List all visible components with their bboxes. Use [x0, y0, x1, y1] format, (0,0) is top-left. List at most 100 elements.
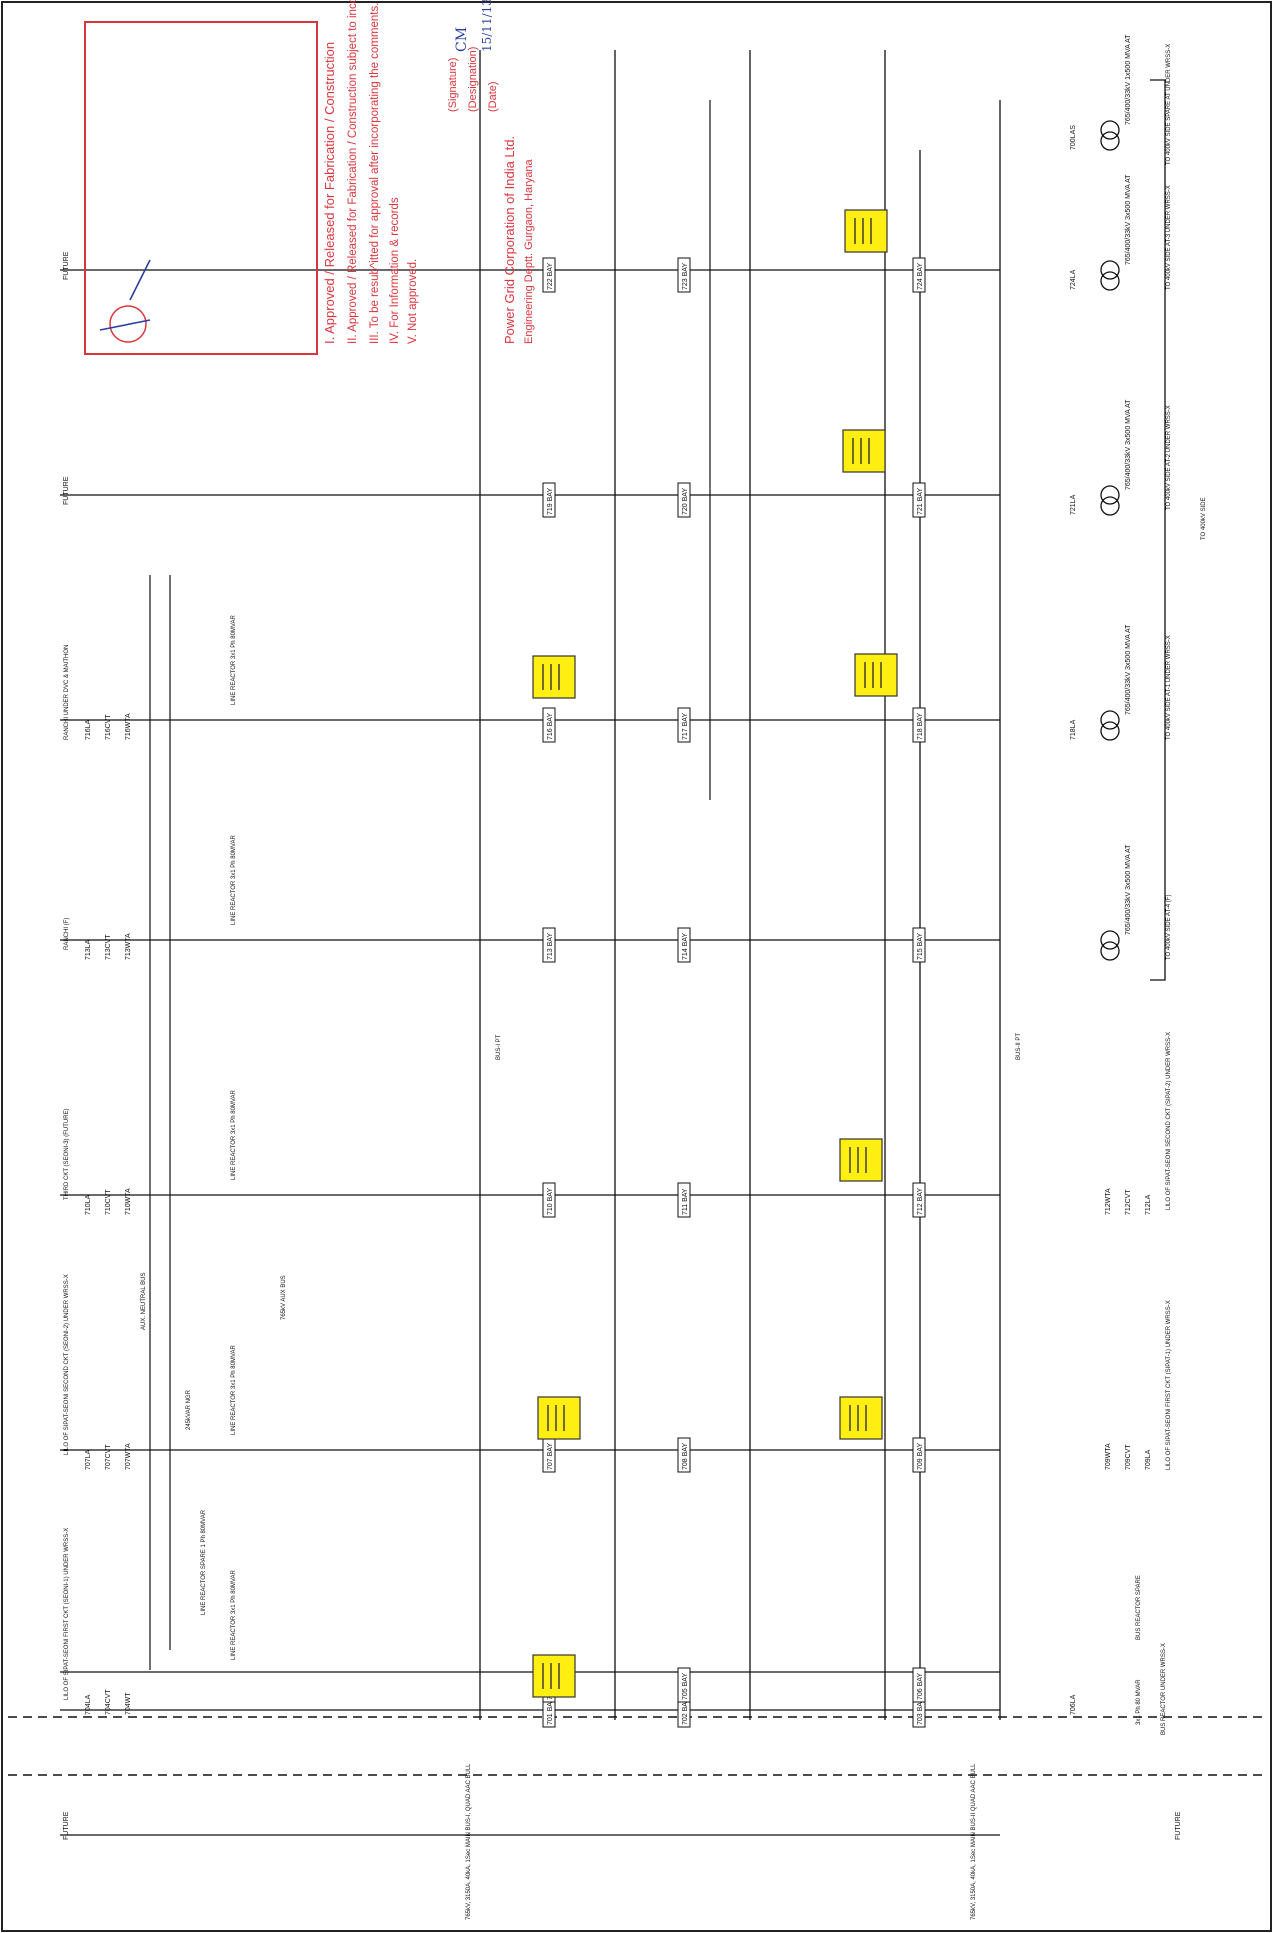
bay-label: 717 BAY: [677, 707, 691, 743]
aux-buses: [149, 100, 711, 1670]
bay-label-text: 711 BAY: [682, 1188, 689, 1215]
feeder-label-713: RANCHI (F): [64, 918, 70, 950]
bay-label-box: [677, 1667, 691, 1703]
bay-label: 711 BAY: [677, 1182, 691, 1218]
bay-label: 724 BAY: [912, 257, 926, 293]
bay-label-box: [542, 707, 556, 743]
note-icon[interactable]: [844, 209, 888, 253]
stamp-item-2: II. Approved / Released for Fabrication …: [347, 0, 359, 344]
bay-label-text: 705 BAY: [682, 1673, 689, 1700]
note-icon[interactable]: [532, 655, 576, 699]
bay-label: 722 BAY: [542, 257, 556, 293]
tag-707cvt: 707CVT: [105, 1444, 112, 1470]
bay-label-text: 720 BAY: [682, 488, 689, 515]
tag-716la: 716LA: [85, 719, 92, 740]
stamp-item-1: I. Approved / Released for Fabrication /…: [322, 42, 337, 344]
bay-label-text: 723 BAY: [682, 263, 689, 290]
bay-label-box: [677, 707, 691, 743]
bay-label: 707 BAY: [542, 1437, 556, 1473]
bottom-label-712: LILO OF SIPAT-SEONI SECOND CKT (SIPAT-2)…: [1166, 1032, 1172, 1210]
transformer-icon: [1100, 710, 1120, 730]
bus-labels: 765kV, 3150A, 40kA, 1Sec MAIN BUS-I, QUA…: [141, 1273, 977, 1920]
bay-label-box: [912, 482, 926, 518]
tag-713la: 713LA: [85, 939, 92, 960]
bus-reactor-rating-label: 3x1 Ph 80 MVAR: [1136, 1679, 1142, 1725]
tag-bus1-pt: BUS-I PT: [496, 1034, 502, 1060]
transformer-icon: [1100, 120, 1120, 140]
feeder-label-710: THIRD CKT (SEONI-3) (FUTURE): [64, 1108, 70, 1200]
tag-704cvt: 704CVT: [105, 1689, 112, 1715]
reactor-labels: LINE REACTOR 3x1 Ph 80MVAR LINE REACTOR …: [186, 615, 1142, 1725]
transformer-icon: [1100, 941, 1120, 961]
tag-713wt: 713WTA: [125, 933, 132, 960]
transformer-icon: [1100, 721, 1120, 741]
note-icon[interactable]: [537, 1396, 581, 1440]
bay-label-box: [677, 257, 691, 293]
bottom-label-bus-reactor-spare: BUS REACTOR SPARE: [1136, 1575, 1142, 1640]
tag-710wt: 710WTA: [125, 1188, 132, 1215]
feeder-label-future-722: FUTURE: [63, 251, 70, 280]
tag-706la: 706LA: [1070, 1694, 1077, 1715]
tag-712cvt: 712CVT: [1125, 1189, 1132, 1215]
bay-label-box: [677, 1182, 691, 1218]
stamp-item-3: III. To be resub^itted for approval afte…: [369, 3, 381, 344]
transformer-labels: 765/400/33kV 3x500 MVA AT 765/400/33kV 3…: [1125, 34, 1132, 935]
feeder-label-future-719: FUTURE: [63, 476, 70, 505]
bay-label: 723 BAY: [677, 257, 691, 293]
main-bus-2-label: 765kV, 3150A, 40kA, 1Sec MAIN BUS-II QUA…: [971, 1763, 977, 1920]
note-icon[interactable]: [839, 1138, 883, 1182]
note-icon[interactable]: [532, 1654, 576, 1698]
bay-label-text: 716 BAY: [547, 713, 554, 740]
bay-label: 712 BAY: [912, 1182, 926, 1218]
bay-label-text: 722 BAY: [547, 263, 554, 290]
bay-label: 716 BAY: [542, 707, 556, 743]
reactor-704-label: LINE REACTOR 3x1 Ph 80MVAR: [231, 1570, 237, 1660]
tag-718la: 718LA: [1070, 719, 1077, 740]
feeder-label-707: LILO OF SIPAT-SEONI SECOND CKT (SEONI-2)…: [64, 1274, 70, 1455]
signature-mark: [99, 259, 151, 331]
aux-765kv-bus-label: 765kV AUX BUS: [281, 1275, 287, 1320]
bay-label-text: 701 BAY: [547, 1698, 554, 1725]
aux-neutral-bus-label: AUX. NEUTRAL BUS: [141, 1273, 147, 1330]
stamp-org-line1: Power Grid Corporation of India Ltd.: [502, 136, 517, 344]
feeder-label-future-left: FUTURE: [63, 1811, 70, 1840]
bay-label-text: 719 BAY: [547, 488, 554, 515]
tag-707la: 707LA: [85, 1449, 92, 1470]
tag-721la: 721LA: [1070, 494, 1077, 515]
bay-label-box: [542, 927, 556, 963]
note-icon[interactable]: [842, 429, 886, 473]
400kv-bracket: [1150, 79, 1166, 981]
bay-label-text: 714 BAY: [682, 933, 689, 960]
feeder-label-704: LILO OF SIPAT-SEONI FIRST CKT (SEONI-1) …: [64, 1528, 70, 1700]
bay-label-text: 717 BAY: [682, 713, 689, 740]
bottom-label-at4: TO 400kV SIDE AT-4 (F): [1166, 895, 1172, 960]
bay-label-box: [677, 482, 691, 518]
bay-label-box: [542, 482, 556, 518]
approval-stamp: I. Approved / Released for Fabrication /…: [84, 0, 535, 355]
bay-label-box: [542, 257, 556, 293]
stamp-border: [84, 21, 318, 355]
stamp-item-4: IV. For Information & records: [389, 197, 401, 344]
feeder-label-716: RANCHI UNDER DVC & MAITHON: [64, 645, 70, 740]
bay-label-text: 721 BAY: [917, 488, 924, 515]
note-icon[interactable]: [854, 653, 898, 697]
stamp-org-line2: Engineering Deptt. Gurgaon, Haryana: [523, 158, 535, 344]
stamp-logo: [109, 305, 147, 343]
tag-710la: 710LA: [85, 1194, 92, 1215]
tag-716wt: 716WTA: [125, 713, 132, 740]
bay-label-box: [912, 707, 926, 743]
note-icons: [532, 209, 898, 1698]
stamp-date-label: (Date): [487, 81, 499, 112]
bottom-label-at2: TO 400kV SIDE AT-2 UNDER WRSS-X: [1166, 405, 1172, 510]
bay-label-box: [912, 1667, 926, 1703]
transformer-label-721: 765/400/33kV 3x500 MVA AT: [1125, 399, 1132, 490]
main-bus-1-label: 765kV, 3150A, 40kA, 1Sec MAIN BUS-I, QUA…: [466, 1763, 472, 1920]
bottom-label-at1: TO 400kV SIDE AT-1 UNDER WRSS-X: [1166, 635, 1172, 740]
tag-704wt: 704WT: [125, 1692, 132, 1715]
bottom-label-at3: TO 400kV SIDE AT-3 UNDER WRSS-X: [1166, 185, 1172, 290]
note-icon[interactable]: [839, 1396, 883, 1440]
bottom-label-bus-reactor: BUS REACTOR UNDER WRSS-X: [1161, 1643, 1167, 1735]
